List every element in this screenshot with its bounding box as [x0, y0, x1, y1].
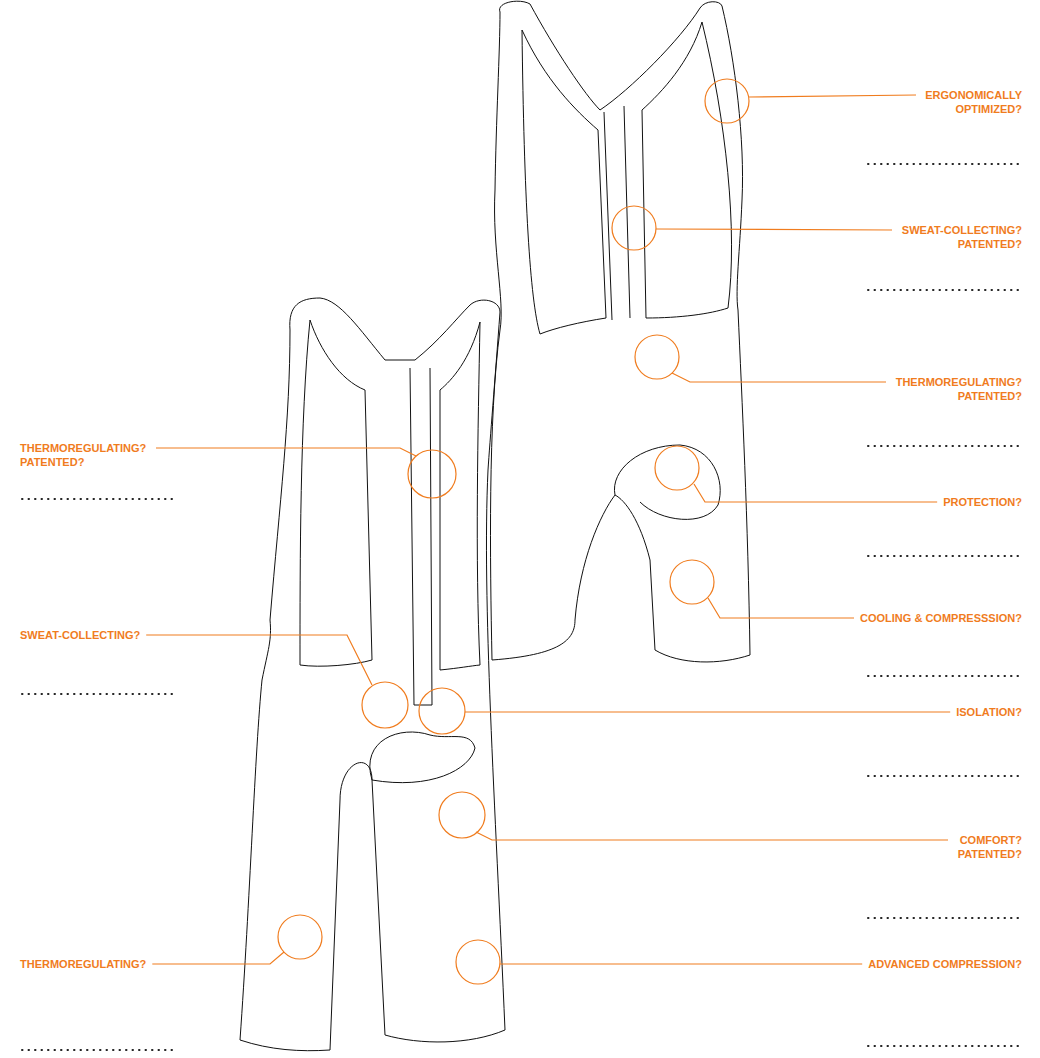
callout-circle — [670, 560, 714, 604]
callout-circle — [635, 335, 679, 379]
front-right-strap-opening — [440, 322, 480, 670]
leader-line — [672, 373, 886, 382]
callout-circle — [612, 206, 656, 250]
blank-dotted-line — [868, 775, 1020, 777]
blank-dotted-line — [868, 289, 1020, 291]
blank-dotted-line — [868, 1045, 1020, 1047]
callout-label: PROTECTION? — [943, 495, 1022, 509]
callout-circle — [655, 446, 699, 490]
front-left-strap-opening — [300, 320, 372, 666]
leader-line — [749, 95, 916, 97]
callout-label: SWEAT-COLLECTING? PATENTED? — [898, 223, 1022, 251]
front-crotch-panel — [370, 732, 475, 783]
callout-circle — [408, 450, 456, 498]
callout-label: SWEAT-COLLECTING? — [20, 628, 140, 642]
back-right-strap-opening — [642, 22, 732, 318]
leader-line — [656, 229, 892, 230]
callout-label: ISOLATION? — [956, 705, 1022, 719]
back-center-panel — [604, 106, 630, 320]
callout-circle — [419, 688, 465, 734]
callout-label: THERMOREGULATING? PATENTED? — [20, 441, 150, 469]
leader-line — [146, 635, 372, 685]
callout-circle — [705, 79, 749, 123]
leader-line — [694, 484, 937, 502]
blank-dotted-line — [22, 693, 174, 695]
blank-dotted-line — [22, 498, 174, 500]
callout-circle — [278, 915, 322, 959]
blank-dotted-line — [868, 675, 1020, 677]
leader-line — [708, 598, 854, 618]
callout-circle — [439, 792, 485, 838]
callout-label: ERGONOMICALLY OPTIMIZED? — [922, 88, 1022, 116]
blank-dotted-line — [868, 163, 1020, 165]
callout-label: THERMOREGULATING? — [20, 957, 146, 971]
blank-dotted-line — [868, 445, 1020, 447]
callout-label: COMFORT? PATENTED? — [954, 833, 1022, 861]
back-view-outline — [490, 1, 750, 662]
leader-line — [152, 952, 284, 964]
front-view-outline — [240, 298, 505, 1051]
front-center-strap — [410, 368, 432, 705]
blank-dotted-line — [22, 1049, 174, 1051]
callout-label: ADVANCED COMPRESSION? — [868, 957, 1022, 971]
back-leg-opening — [614, 445, 720, 519]
callout-circle — [456, 940, 500, 984]
leader-line — [156, 448, 416, 456]
leader-line — [500, 963, 862, 964]
blank-dotted-line — [868, 555, 1020, 557]
leader-line — [465, 711, 950, 712]
callout-label: THERMOREGULATING? PATENTED? — [892, 375, 1022, 403]
back-left-strap-opening — [522, 30, 606, 334]
callout-circle — [362, 682, 408, 728]
callout-label: COOLING & COMPRESSSION? — [860, 611, 1022, 625]
blank-dotted-line — [868, 917, 1020, 919]
leader-line — [476, 832, 948, 840]
